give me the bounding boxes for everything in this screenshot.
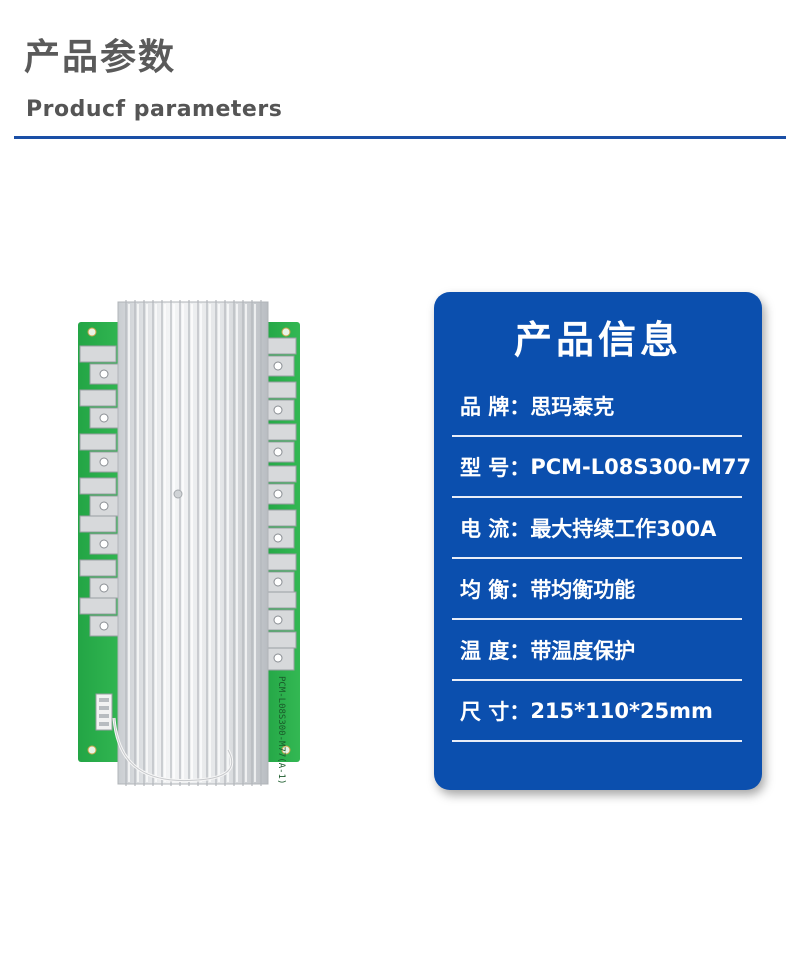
info-value: 带均衡功能 bbox=[530, 577, 636, 602]
heatsink-fins bbox=[125, 300, 262, 786]
title-underline bbox=[14, 136, 786, 139]
product-info-card: 产品信息 品 牌： 思玛泰克 型 号： PCM-L08S300-M77 电 流：… bbox=[434, 292, 762, 790]
info-row-brand: 品 牌： 思玛泰克 bbox=[452, 376, 742, 437]
info-label: 尺 寸： bbox=[460, 699, 531, 724]
info-label: 品 牌： bbox=[460, 394, 531, 419]
info-row-temperature: 温 度： 带温度保护 bbox=[452, 620, 742, 681]
info-row-balance: 均 衡： 带均衡功能 bbox=[452, 559, 742, 620]
info-label: 电 流： bbox=[460, 516, 531, 541]
info-row-current: 电 流： 最大持续工作300A bbox=[452, 498, 742, 559]
pcb-silkscreen-text: PCM-L08S300-M77(A-1) bbox=[276, 676, 286, 784]
info-value: 带温度保护 bbox=[530, 638, 636, 663]
info-label: 温 度： bbox=[460, 638, 531, 663]
info-row-model: 型 号： PCM-L08S300-M77 bbox=[452, 437, 751, 498]
card-title: 产品信息 bbox=[513, 318, 682, 362]
info-label: 均 衡： bbox=[460, 577, 531, 602]
connector bbox=[95, 693, 113, 731]
info-value: PCM-L08S300-M77 bbox=[530, 454, 752, 479]
info-value: 215*110*25mm bbox=[530, 698, 713, 723]
product-image: PCM-L08S300-M77(A-1) bbox=[78, 298, 308, 790]
info-value: 最大持续工作300A bbox=[530, 516, 717, 541]
info-row-size: 尺 寸： 215*110*25mm bbox=[452, 681, 742, 742]
section-title-en: Producf parameters bbox=[26, 97, 283, 122]
info-value: 思玛泰克 bbox=[530, 394, 615, 419]
info-label: 型 号： bbox=[460, 455, 531, 480]
section-title-cn: 产品参数 bbox=[24, 37, 177, 78]
terminals-left bbox=[79, 345, 121, 637]
